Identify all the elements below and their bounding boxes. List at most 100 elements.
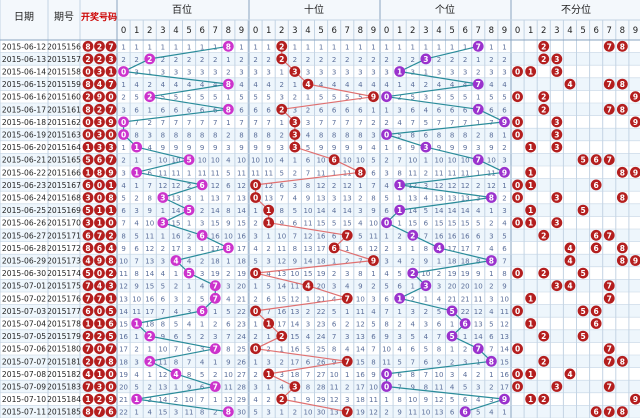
unordered-ball-number: 8 (620, 357, 625, 366)
draw-ball-number: 1 (108, 68, 113, 77)
unordered-ball (538, 355, 550, 367)
digit-header: 9 (633, 26, 638, 36)
omission-value: 2 (200, 258, 204, 266)
hit-ball (276, 53, 288, 65)
omission-value: 3 (266, 258, 270, 266)
omission-value: 17 (290, 358, 299, 366)
omission-value: 3 (200, 220, 204, 228)
omission-value: 3 (187, 69, 191, 77)
omission-value: 1 (148, 346, 152, 354)
digit-header: 3 (160, 26, 165, 36)
omission-value: 9 (174, 144, 178, 152)
unordered-ball (616, 78, 628, 90)
hit-ball (368, 91, 379, 103)
omission-value: 4 (489, 409, 494, 417)
omission-value: 11 (369, 396, 378, 404)
hit-ball (381, 91, 392, 103)
omission-value: 13 (461, 195, 470, 203)
omission-value: 12 (434, 396, 443, 404)
omission-value: 2 (384, 119, 388, 127)
omission-value: 1 (489, 270, 493, 278)
omission-value: 8 (358, 270, 362, 278)
draw-ball-number: 1 (85, 143, 90, 152)
unordered-ball (512, 66, 523, 77)
omission-value: 8 (200, 409, 204, 417)
row-date: 2015-06-30 (2, 269, 46, 278)
unordered-ball (590, 154, 602, 166)
omission-value: 1 (345, 43, 349, 51)
row-issue: 2015175 (47, 282, 81, 291)
omission-value: 4 (397, 346, 402, 354)
trend-segment (438, 247, 492, 262)
omission-value: 5 (174, 94, 178, 102)
omission-value: 6 (397, 371, 402, 379)
hit-ball-number: 0 (121, 131, 126, 140)
trend-segment (162, 222, 203, 236)
draw-ball-number: 1 (97, 219, 102, 228)
unordered-ball (512, 368, 523, 380)
omission-value: 10 (224, 371, 233, 379)
hit-ball (263, 217, 275, 229)
hit-ball (250, 305, 261, 317)
draw-ball-number: 1 (108, 294, 113, 303)
draw-ball-number: 7 (108, 42, 113, 51)
unordered-ball-number: 0 (515, 345, 520, 354)
unordered-ball (538, 229, 550, 241)
omission-value: 19 (119, 371, 128, 379)
omission-value: 4 (502, 220, 507, 228)
omission-value: 4 (174, 81, 179, 89)
omission-value: 1 (213, 358, 217, 366)
draw-ball-number: 8 (108, 194, 113, 203)
draw-ball-number: 7 (108, 80, 113, 89)
hit-ball (222, 406, 234, 418)
omission-value: 6 (437, 321, 442, 329)
hit-ball-number: 1 (134, 395, 139, 404)
omission-value: 9 (358, 144, 362, 152)
hit-ball (394, 179, 406, 191)
omission-value: 5 (463, 384, 467, 392)
draw-ball-number: 6 (108, 408, 113, 417)
hit-ball-number: 2 (147, 332, 152, 341)
omission-value: 10 (382, 346, 391, 354)
row-date: 2015-06-14 (2, 68, 46, 77)
omission-value: 16 (461, 232, 470, 240)
draw-ball (82, 355, 94, 367)
omission-value: 1 (332, 43, 336, 51)
draw-ball-number: 8 (85, 105, 90, 114)
omission-value: 2 (384, 157, 388, 165)
draw-ball (94, 66, 105, 77)
omission-value: 8 (253, 132, 257, 140)
omission-value: 4 (450, 81, 455, 89)
omission-value: 3 (489, 295, 493, 303)
omission-value: 1 (134, 157, 138, 165)
unordered-ball-number: 8 (620, 257, 625, 266)
draw-ball-number: 2 (85, 332, 90, 341)
unordered-ball-number: 1 (528, 68, 533, 77)
row-issue: 2015172 (47, 244, 81, 253)
hit-ball-number: 9 (502, 118, 507, 127)
omission-value: 8 (306, 384, 310, 392)
omission-value: 7 (239, 119, 243, 127)
hit-ball (170, 368, 182, 380)
hit-ball (381, 368, 392, 380)
hit-ball (354, 166, 366, 178)
omission-value: 10 (185, 396, 194, 404)
omission-value: 14 (356, 346, 365, 354)
omission-value: 9 (371, 207, 375, 215)
unordered-ball-number: 4 (567, 257, 572, 266)
hit-ball-number: 8 (489, 257, 494, 266)
draw-ball-number: 8 (85, 244, 90, 253)
omission-value: 30 (317, 409, 326, 417)
draw-ball-number: 2 (97, 42, 102, 51)
omission-value: 1 (266, 333, 270, 341)
omission-value: 1 (239, 43, 243, 51)
omission-value: 6 (226, 182, 231, 190)
header-date: 日期 (14, 11, 34, 23)
omission-value: 11 (132, 308, 141, 316)
draw-ball-number: 5 (108, 332, 113, 341)
omission-value: 8 (226, 346, 230, 354)
draw-ball-number: 6 (85, 231, 90, 240)
omission-value: 6 (437, 106, 442, 114)
omission-value: 2 (226, 69, 230, 77)
